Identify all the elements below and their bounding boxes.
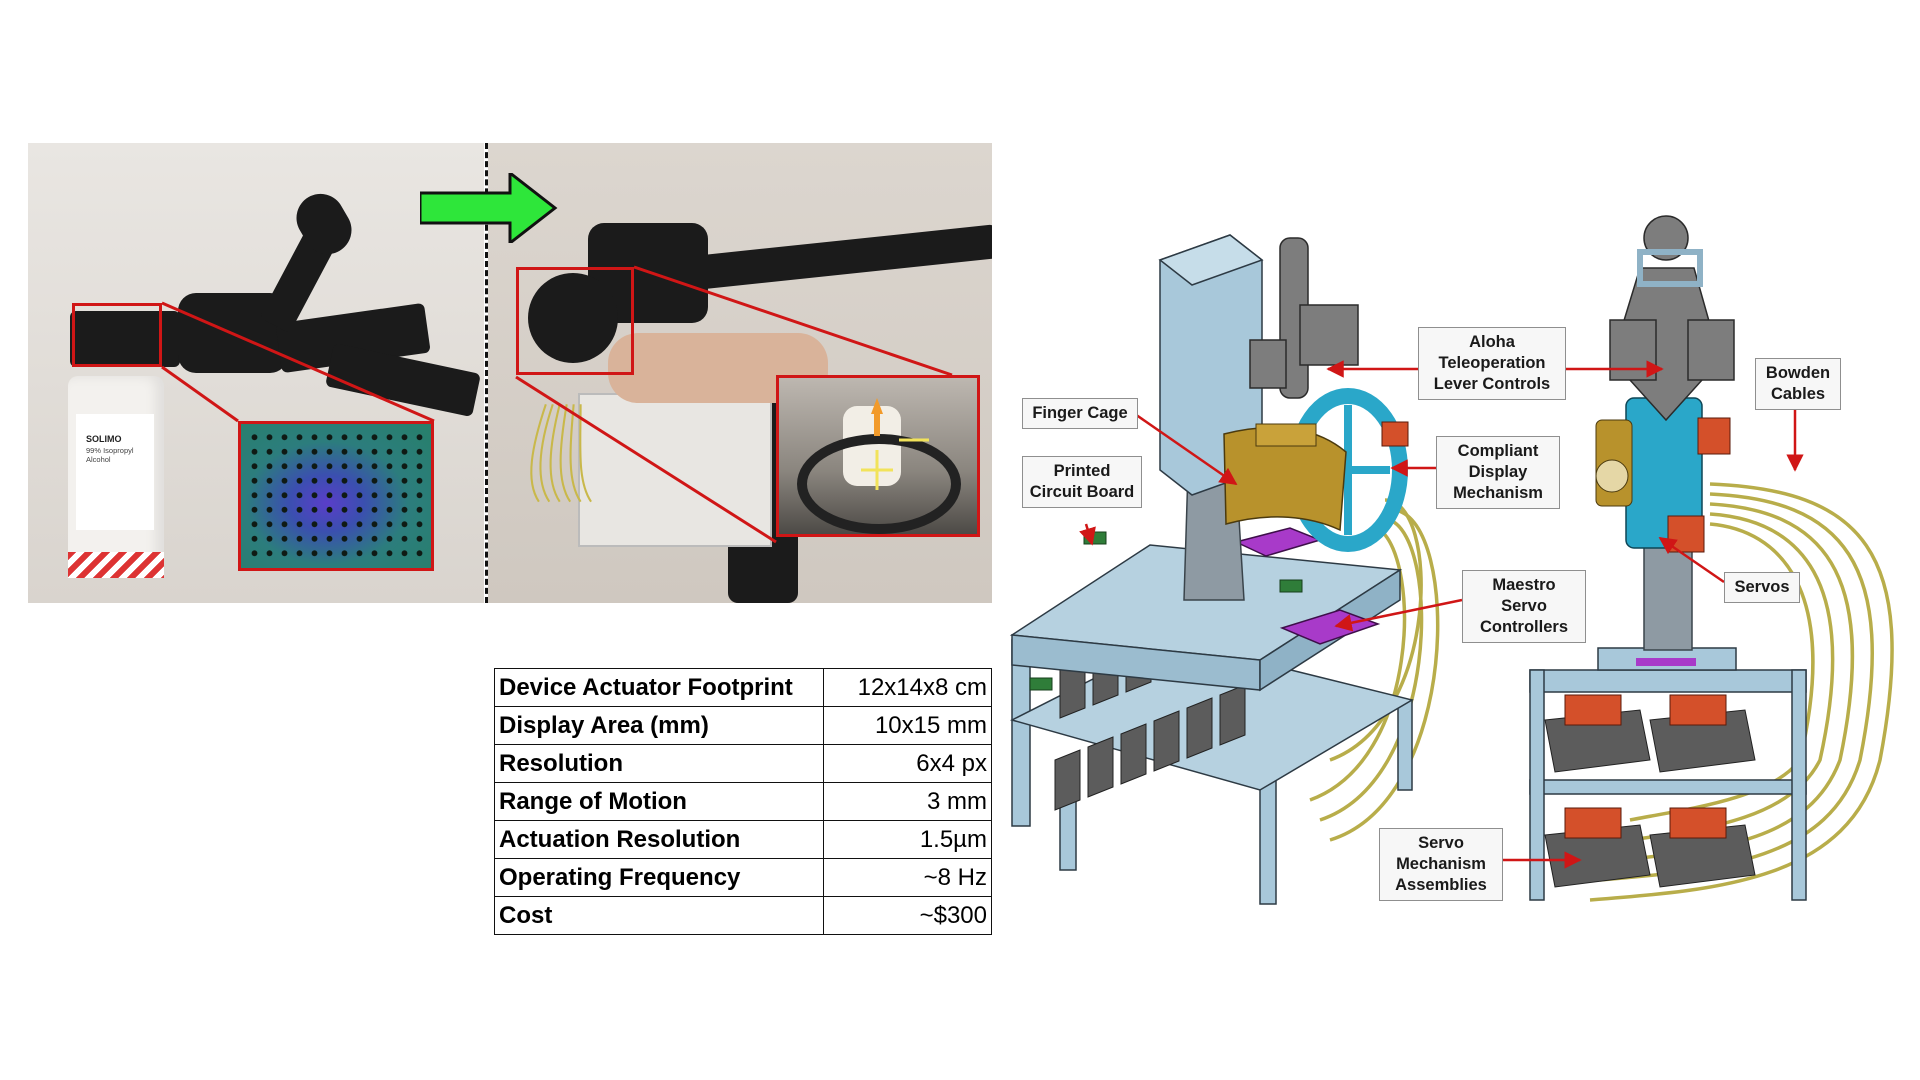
device-detail-inset: [776, 375, 980, 537]
spec-label: Resolution: [494, 744, 824, 783]
aloha-lever-left: [1249, 237, 1359, 399]
servo-groups-right: [1544, 694, 1756, 888]
label-bowden-line1: Bowden: [1765, 364, 1831, 382]
spec-value: 12x14x8 cm: [823, 668, 992, 707]
label-pcb: Printed Circuit Board: [1022, 456, 1142, 508]
cad-callout-arrows: [1079, 360, 1804, 869]
table-row: Device Actuator Footprint 12x14x8 cm: [494, 668, 992, 707]
spec-label: Range of Motion: [494, 782, 824, 821]
table-row: Cost ~$300: [494, 896, 992, 935]
photo-divider: [485, 143, 488, 603]
bottle-text: 99% Isopropyl Alcohol: [86, 446, 134, 464]
spec-table: Device Actuator Footprint 12x14x8 cm Dis…: [494, 668, 992, 935]
label-compliant-line1: Compliant: [1457, 442, 1539, 460]
robot-gripper-right: [528, 273, 618, 363]
label-compliant-line3: Mechanism: [1453, 484, 1543, 502]
maestro-controller: [1233, 527, 1323, 557]
label-aloha-line1: Aloha: [1469, 333, 1515, 351]
green-arrow-icon: [420, 173, 558, 243]
label-pcb-line2: Circuit Board: [1029, 483, 1135, 501]
spec-value: ~8 Hz: [823, 858, 992, 897]
cad-isometric-view: [1009, 234, 1440, 905]
label-compliant-line2: Display: [1468, 463, 1528, 481]
sensor-zoom-box: [72, 303, 162, 367]
side-frame: [1529, 647, 1807, 901]
spec-value: 3 mm: [823, 782, 992, 821]
label-servo-mech-line1: Servo: [1418, 834, 1464, 852]
spec-value: 10x15 mm: [823, 706, 992, 745]
label-servos-text: Servos: [1734, 578, 1790, 596]
spec-value: 6x4 px: [823, 744, 992, 783]
alcohol-bottle: SOLIMO 99% Isopropyl Alcohol: [68, 376, 164, 578]
display-ring: [797, 434, 961, 534]
label-maestro-line1: Maestro Servo: [1492, 576, 1556, 615]
label-bowden-line2: Cables: [1770, 385, 1826, 403]
bottle-brand: SOLIMO: [86, 434, 122, 444]
bowden-cables-left: [1309, 498, 1440, 842]
label-servo-mech-line2: Mechanism: [1396, 855, 1486, 873]
label-servo-mech-line3: Assemblies: [1395, 876, 1487, 894]
label-servos: Servos: [1724, 572, 1800, 603]
table-row: Display Area (mm) 10x15 mm: [494, 706, 992, 745]
cad-side-view: [1529, 215, 1894, 902]
label-aloha: Aloha Teleoperation Lever Controls: [1418, 327, 1566, 400]
label-bowden: Bowden Cables: [1755, 358, 1841, 410]
table-row: Range of Motion 3 mm: [494, 782, 992, 821]
spec-label: Cost: [494, 896, 824, 935]
label-finger-cage-text: Finger Cage: [1032, 404, 1128, 422]
tactile-image-inset: [238, 421, 434, 571]
maestro-controller: [1279, 609, 1381, 645]
spec-label: Operating Frequency: [494, 858, 824, 897]
label-aloha-line2: Teleoperation: [1438, 354, 1546, 372]
label-finger-cage: Finger Cage: [1022, 398, 1138, 429]
table-row: Operating Frequency ~8 Hz: [494, 858, 992, 897]
label-maestro-line2: Controllers: [1479, 618, 1568, 636]
bottle-stripe: [68, 552, 164, 578]
spec-label: Display Area (mm): [494, 706, 824, 745]
device-zoom-box: [516, 267, 634, 375]
label-aloha-line3: Lever Controls: [1433, 375, 1551, 393]
label-servo-mechanism: Servo Mechanism Assemblies: [1379, 828, 1503, 901]
label-pcb-line1: Printed: [1053, 462, 1111, 480]
label-maestro: Maestro Servo Controllers: [1462, 570, 1586, 643]
table-row: Resolution 6x4 px: [494, 744, 992, 783]
spec-label: Actuation Resolution: [494, 820, 824, 859]
motion-arrows-icon: [861, 398, 929, 490]
bottle-label: SOLIMO 99% Isopropyl Alcohol: [76, 414, 154, 530]
spec-value: ~$300: [823, 896, 992, 935]
label-compliant-display: Compliant Display Mechanism: [1436, 436, 1560, 509]
aloha-lever-right: [1609, 215, 1735, 422]
